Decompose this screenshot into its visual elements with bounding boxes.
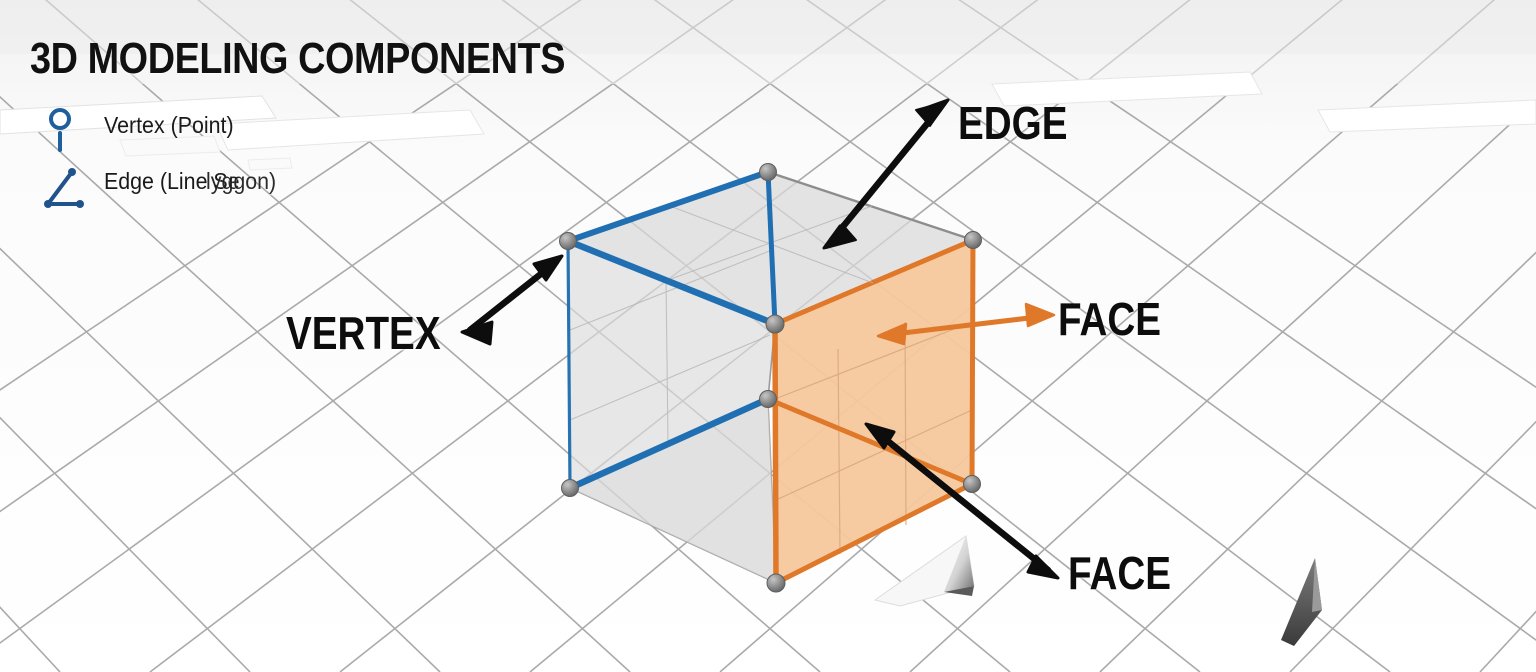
legend-item-edge[interactable]: Edge (Line Se lyggon) (38, 160, 378, 216)
legend-item-vertex[interactable]: Vertex (Point) (38, 104, 378, 160)
edge-callout-arrow (822, 98, 950, 250)
face-right-callout-arrow (876, 302, 1056, 346)
legend-item-edge-overlay-label: lyggon) (206, 168, 277, 194)
callout-label-face-right: FACE (1058, 293, 1162, 345)
background-panels (0, 71, 1536, 171)
cube-gray-faces (564, 170, 977, 585)
page-title: 3D MODELING COMPONENTS (30, 34, 566, 83)
vertex-point-icon (49, 108, 71, 152)
vertex-callout-arrow (460, 254, 564, 346)
edge-angle-icon (44, 168, 84, 208)
callout-label-vertex: VERTEX (286, 307, 441, 359)
legend-item-edge-label: Edge (Line Se (104, 168, 240, 194)
floor-shard-right (1281, 558, 1322, 646)
floor-shard-center (873, 535, 975, 607)
cube-vertices (559, 163, 982, 593)
callout-label-face-bottom: FACE (1068, 547, 1172, 599)
grid-horizon-haze (0, 0, 1536, 84)
face-bottom-callout-arrow (864, 422, 1060, 580)
cube-orange-face (765, 237, 976, 586)
callout-label-edge: EDGE (958, 97, 1068, 149)
cube-blue-edges (564, 169, 779, 492)
legend-item-vertex-label: Vertex (Point) (104, 112, 234, 138)
legend: Vertex (Point) Edge (Line Se lyggon) (38, 104, 378, 216)
